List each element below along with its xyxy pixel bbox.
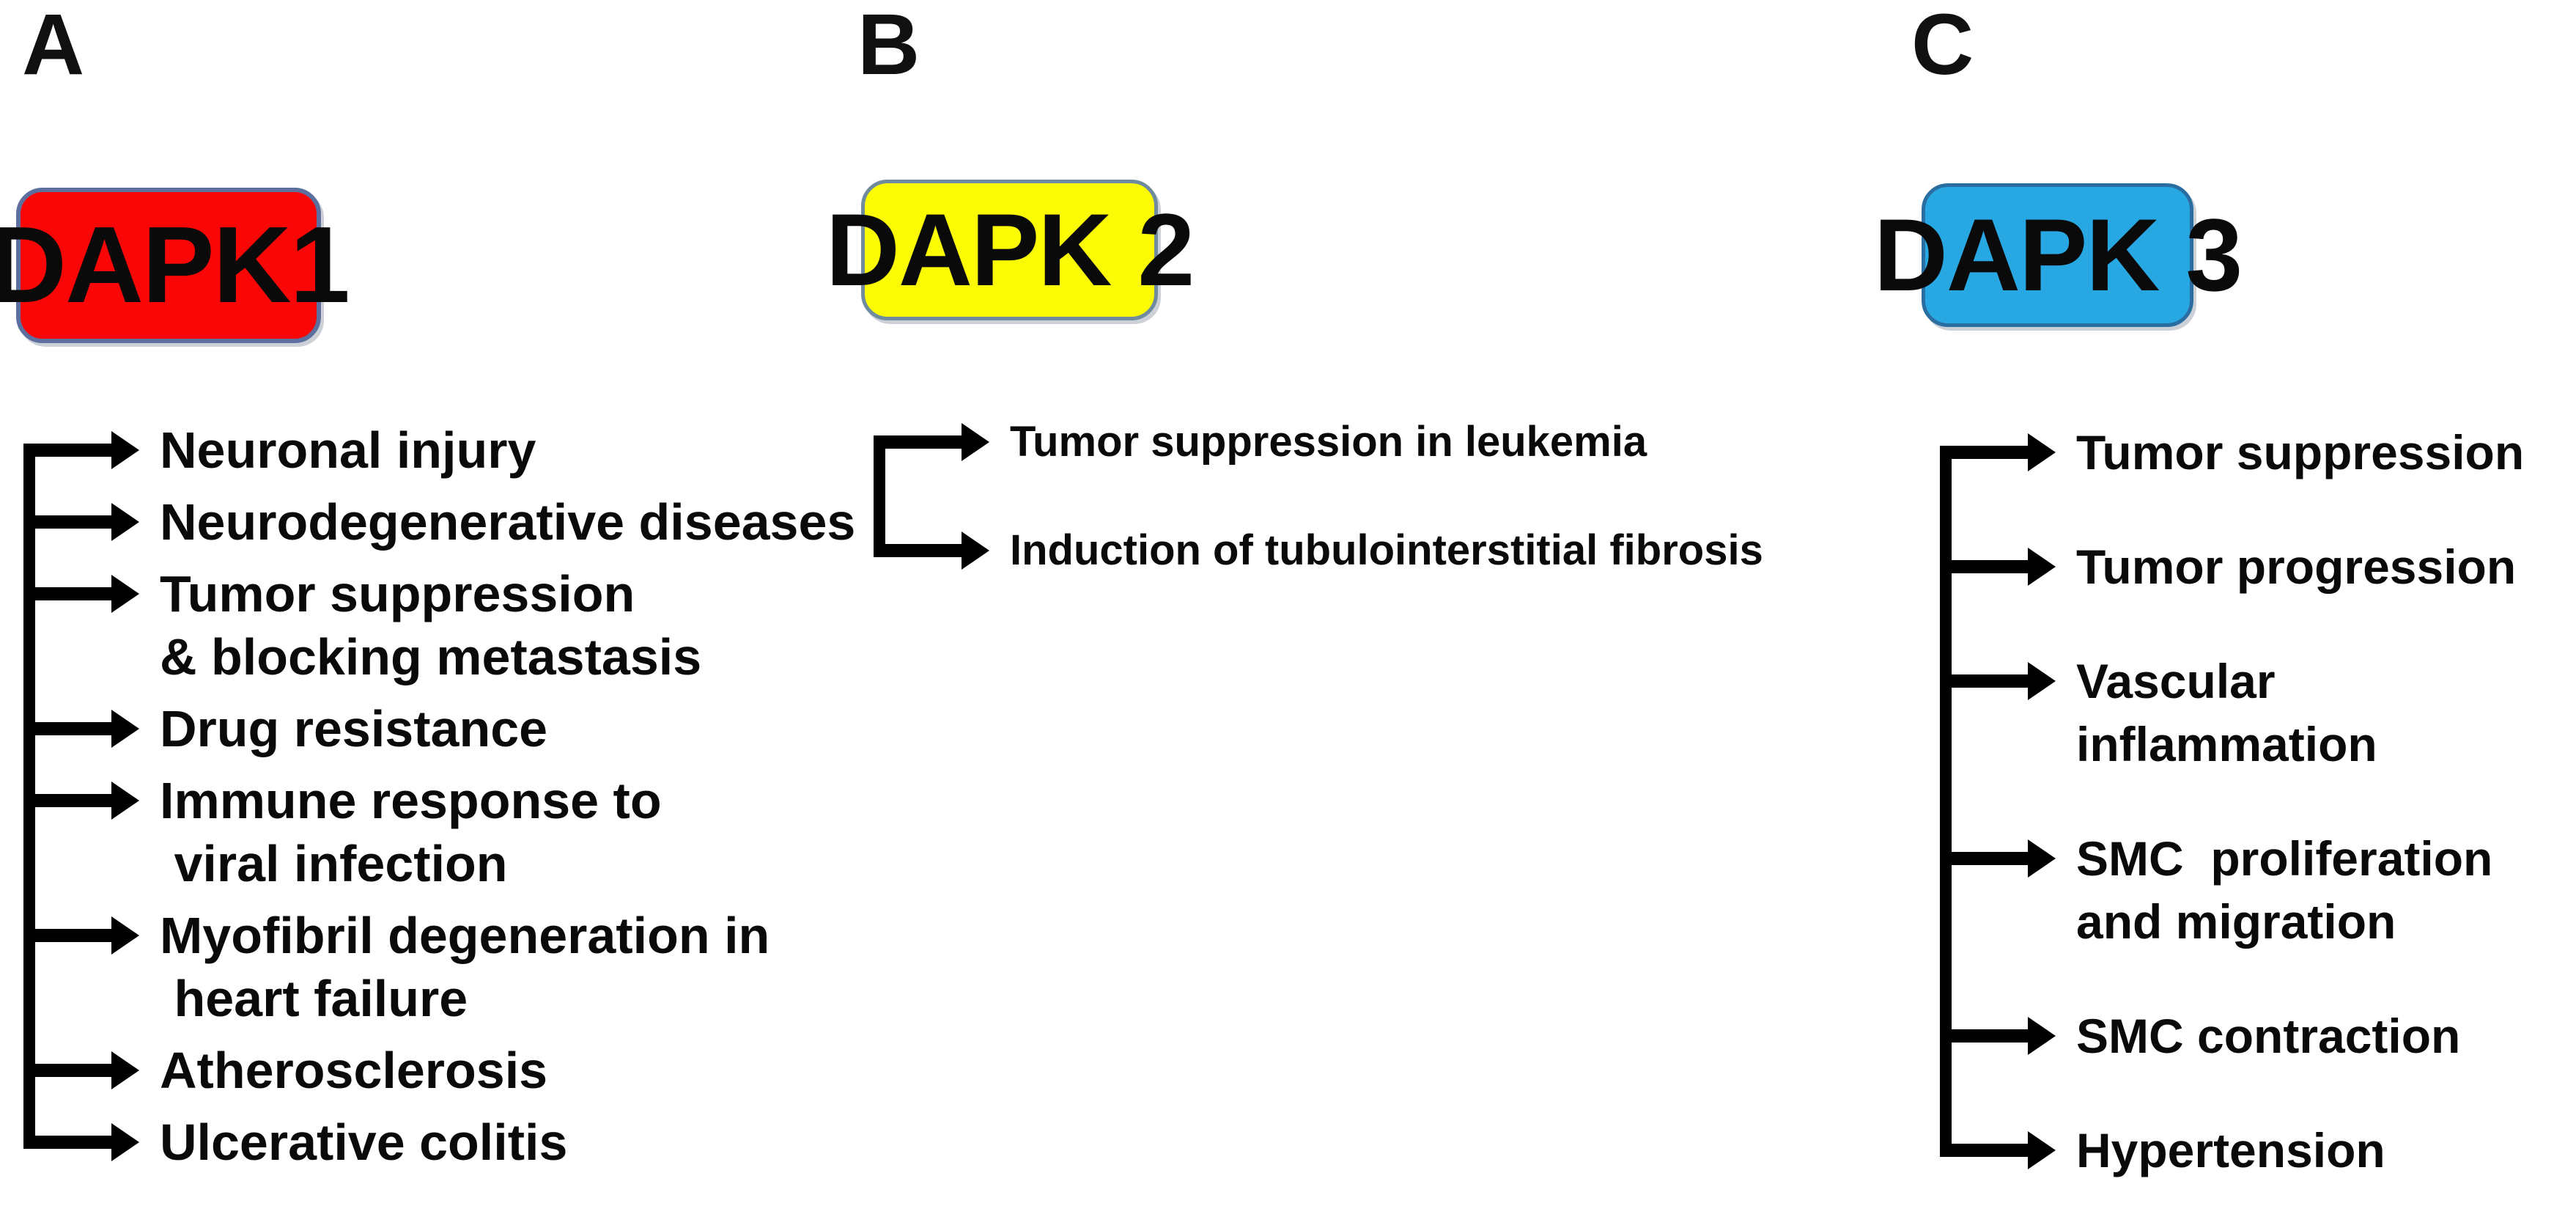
item-text: Induction of tubulointerstitial fibrosis: [1010, 526, 1763, 574]
arrow-icon: [885, 519, 989, 570]
item-text: Tumor progression: [2076, 540, 2517, 594]
item-text: Tumor suppression & blocking metastasis: [160, 565, 702, 685]
gene-box-dapk3: DAPK 3: [1874, 183, 2243, 327]
item-text: SMC proliferation and migration: [2076, 831, 2493, 949]
item-text: Drug resistance: [160, 700, 548, 757]
list-item: Ulcerative colitis: [23, 1111, 855, 1174]
arrow-icon: [35, 1039, 139, 1089]
arrow-icon: [1952, 650, 2056, 700]
panel-c-label: C: [1911, 0, 1974, 93]
arrow-icon: [1952, 1119, 2056, 1169]
arrow-icon: [35, 1111, 139, 1161]
item-text: Neurodegenerative diseases: [160, 493, 856, 551]
arrow-icon: [35, 769, 139, 820]
arrow-icon: [35, 697, 139, 748]
list-item: Tumor progression: [1940, 535, 2575, 598]
item-text: Hypertension: [2076, 1123, 2385, 1177]
dapk3-item-list: Tumor suppression Tumor progression Vasc…: [1940, 421, 2575, 1182]
arrow-icon: [1952, 535, 2056, 586]
gene-box-dapk1: DAPK1: [0, 188, 350, 343]
list-item: Neuronal injury: [23, 419, 855, 482]
item-text: Atherosclerosis: [160, 1042, 548, 1099]
gene-name-dapk2: DAPK 2: [825, 192, 1195, 307]
item-text: Myofibril degeneration in heart failure: [160, 907, 770, 1027]
list-item: Tumor suppression & blocking metastasis: [23, 562, 855, 688]
list-item: SMC proliferation and migration: [1940, 827, 2575, 953]
list-item: SMC contraction: [1940, 1004, 2575, 1067]
arrow-icon: [35, 419, 139, 469]
arrow-icon: [1952, 1004, 2056, 1055]
list-item: Tumor suppression: [1940, 421, 2575, 484]
panel-a-label: A: [22, 0, 85, 93]
arrow-icon: [35, 562, 139, 613]
list-item: Myofibril degeneration in heart failure: [23, 904, 855, 1030]
list-item: Immune response to viral infection: [23, 769, 855, 895]
gene-box-dapk2: DAPK 2: [826, 180, 1195, 320]
item-text: Vascular inflammation: [2076, 654, 2377, 771]
gene-name-dapk1: DAPK1: [0, 205, 350, 326]
bracket-line: [23, 444, 35, 1149]
item-text: Neuronal injury: [160, 422, 536, 479]
item-text: Ulcerative colitis: [160, 1114, 568, 1171]
panel-b-label: B: [857, 0, 920, 93]
item-text: Tumor suppression: [2076, 425, 2525, 479]
arrow-icon: [35, 904, 139, 955]
list-item: Neurodegenerative diseases: [23, 490, 855, 554]
list-item: Vascular inflammation: [1940, 650, 2575, 776]
dapk2-item-list: Tumor suppression in leukemia Induction …: [874, 411, 1763, 582]
list-item: Atherosclerosis: [23, 1039, 855, 1102]
arrow-icon: [35, 490, 139, 541]
arrow-icon: [1952, 827, 2056, 878]
list-item: Induction of tubulointerstitial fibrosis: [874, 519, 1763, 582]
list-item: Drug resistance: [23, 697, 855, 760]
item-text: Immune response to viral infection: [160, 772, 662, 892]
dapk1-item-list: Neuronal injury Neurodegenerative diseas…: [23, 419, 855, 1174]
gene-name-dapk3: DAPK 3: [1873, 197, 2243, 312]
list-item: Tumor suppression in leukemia: [874, 411, 1763, 474]
item-text: SMC contraction: [2076, 1009, 2461, 1063]
item-text: Tumor suppression in leukemia: [1010, 418, 1647, 466]
bracket-line: [874, 435, 885, 557]
arrow-icon: [885, 411, 989, 461]
list-item: Hypertension: [1940, 1119, 2575, 1182]
arrow-icon: [1952, 421, 2056, 471]
bracket-line: [1940, 446, 1952, 1157]
